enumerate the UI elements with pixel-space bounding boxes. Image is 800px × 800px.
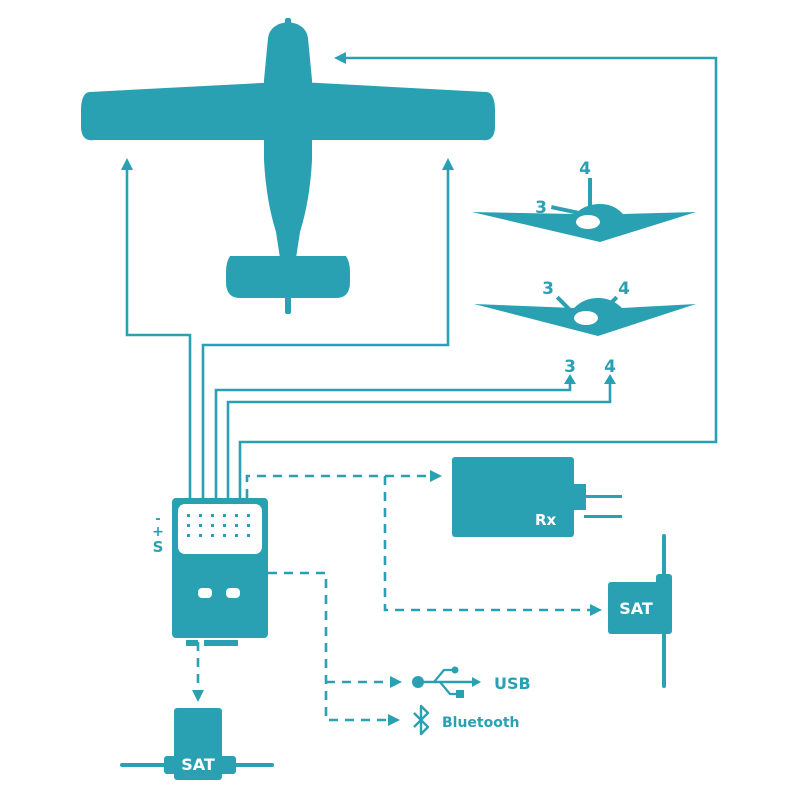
pin-minus-label: - (155, 512, 160, 527)
servo-wires (125, 56, 718, 500)
elevon-plane-icon (474, 295, 696, 336)
sat-right-label: SAT (619, 599, 653, 618)
airplane-icon (81, 18, 495, 314)
output-4-label: 4 (604, 357, 616, 377)
usb-icon (412, 666, 481, 698)
satellite-bottom (120, 708, 274, 780)
flight-controller-module (172, 498, 268, 646)
dashed-arrowheads (192, 470, 602, 726)
wire-arrowheads (121, 52, 616, 384)
bluetooth-label: Bluetooth (442, 715, 520, 731)
output-3-label: 3 (564, 357, 576, 377)
vtail-3-label: 3 (535, 198, 547, 218)
pin-plus-label: + (152, 524, 164, 540)
vtail-plane-icon (472, 178, 696, 242)
sat-bottom-label: SAT (181, 755, 215, 774)
bluetooth-icon (413, 704, 430, 736)
usb-label: USB (494, 674, 531, 693)
elevon-4-label: 4 (618, 279, 630, 299)
satellite-right (608, 534, 672, 688)
pin-signal-label: S (153, 538, 164, 556)
rx-label: Rx (535, 511, 557, 529)
dashed-wires (196, 474, 590, 722)
vtail-4-label: 4 (579, 159, 591, 179)
receiver-box (452, 457, 622, 537)
elevon-3-label: 3 (542, 279, 554, 299)
